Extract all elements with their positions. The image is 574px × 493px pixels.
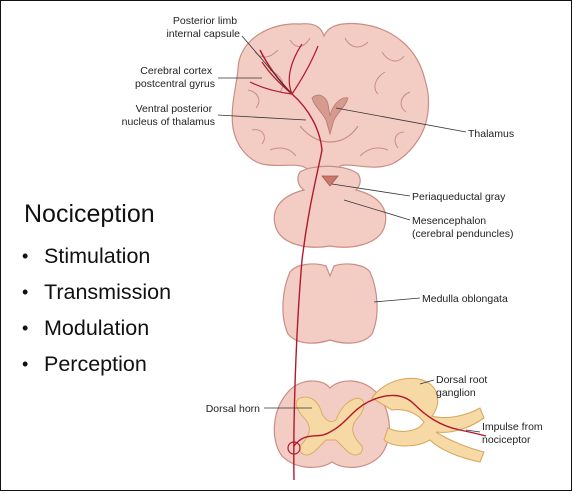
bullet-icon: • [22, 238, 44, 274]
label-periaqueductal-gray: Periaqueductal gray [412, 191, 506, 203]
label-impulse-from-nociceptor: Impulse from nociceptor [482, 421, 546, 446]
bullet-text: Transmission [44, 274, 171, 310]
mesencephalon-section [274, 166, 385, 247]
label-dorsal-horn: Dorsal horn [206, 403, 260, 415]
label-mesencephalon: Mesencephalon (cerebral penduncles) [412, 215, 514, 240]
label-posterior-limb: Posterior limb internal capsule [166, 15, 240, 40]
slide-title: Nociception [24, 200, 155, 229]
bullet-list: •Stimulation •Transmission •Modulation •… [22, 238, 171, 382]
bullet-icon: • [22, 274, 44, 310]
bullet-item: •Transmission [22, 274, 171, 310]
bullet-item: •Modulation [22, 310, 171, 346]
bullet-text: Modulation [44, 310, 149, 346]
bullet-icon: • [22, 310, 44, 346]
bullet-item: •Perception [22, 346, 171, 382]
bullet-text: Perception [44, 346, 147, 382]
label-thalamus: Thalamus [468, 128, 514, 140]
label-cerebral-cortex: Cerebral cortex postcentral gyrus [135, 65, 215, 90]
bullet-icon: • [22, 346, 44, 382]
brain-outline [232, 24, 428, 183]
label-ventral-posterior: Ventral posterior nucleus of thalamus [122, 103, 215, 128]
label-dorsal-root-ganglion: Dorsal root ganglion [436, 374, 490, 399]
label-medulla-oblongata: Medulla oblongata [422, 293, 508, 305]
bullet-item: •Stimulation [22, 238, 171, 274]
brain-section [232, 24, 428, 183]
bullet-text: Stimulation [44, 238, 150, 274]
